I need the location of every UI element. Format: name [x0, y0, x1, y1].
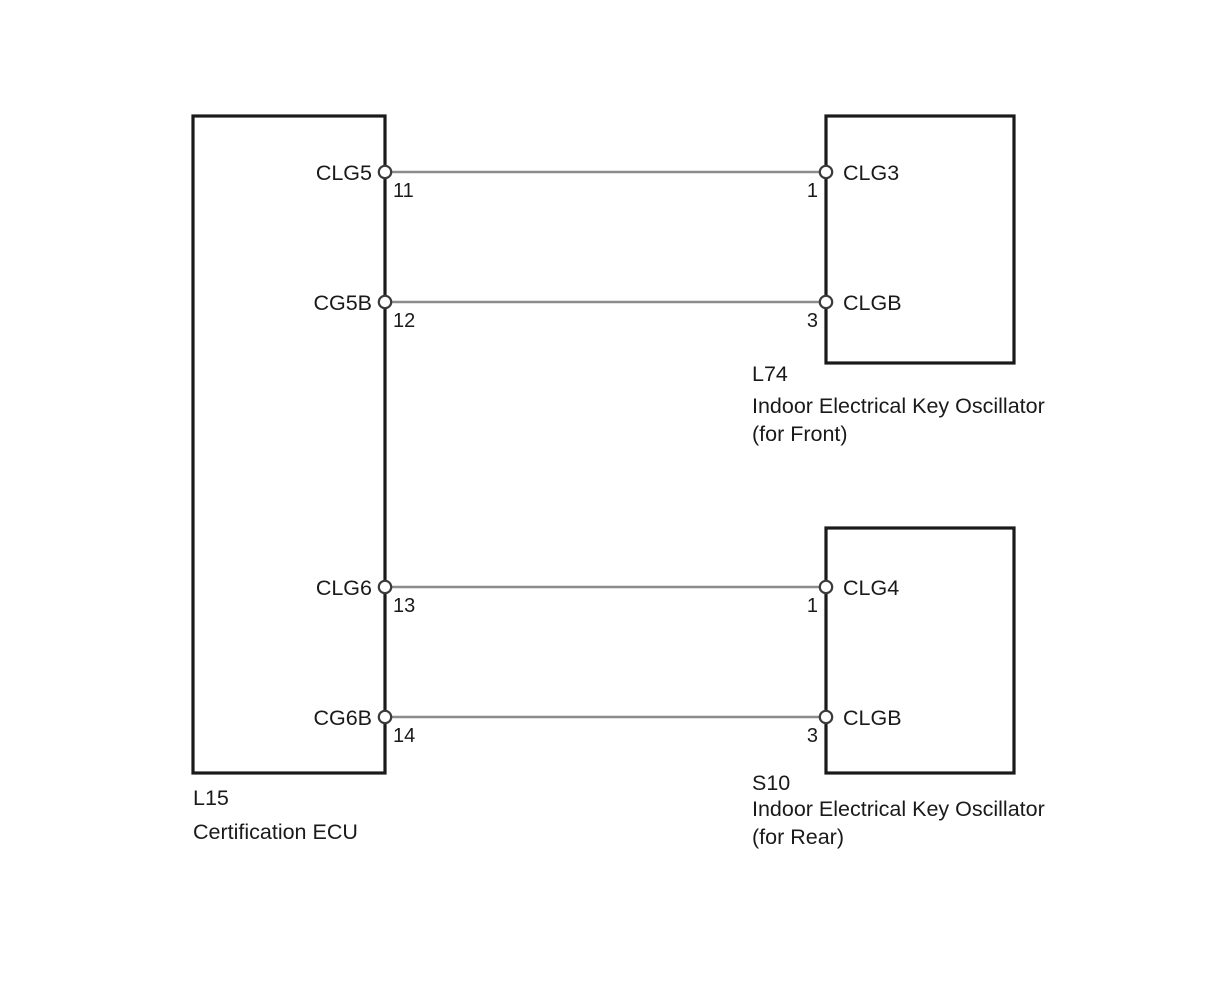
component-name-line2-oscillator-front: (for Front): [752, 422, 848, 446]
pin-number-oscillator-rear-3: 3: [807, 725, 818, 747]
pin-number-ecu-13: 13: [393, 595, 415, 617]
terminal-ecu-pin-13: [377, 579, 393, 595]
terminal-ecu-pin-14: [377, 709, 393, 725]
terminal-oscillator-front-pin-1: [818, 164, 834, 180]
component-name-line2-oscillator-rear: (for Rear): [752, 825, 844, 849]
signal-label-oscillator-rear-clgb: CLGB: [843, 706, 902, 730]
component-name-ecu: Certification ECU: [193, 820, 358, 844]
terminal-oscillator-front-pin-3: [818, 294, 834, 310]
signal-label-ecu-clg6: CLG6: [316, 576, 372, 600]
pin-number-oscillator-front-1: 1: [807, 180, 818, 202]
signal-label-ecu-cg6b: CG6B: [313, 706, 372, 730]
component-name-oscillator-rear: Indoor Electrical Key Oscillator: [752, 797, 1045, 821]
pin-number-oscillator-rear-1: 1: [807, 595, 818, 617]
terminal-oscillator-rear-pin-1: [818, 579, 834, 595]
pin-number-ecu-11: 11: [393, 180, 414, 202]
component-box-oscillator-rear: [824, 526, 1016, 775]
terminal-ecu-pin-12: [377, 294, 393, 310]
terminal-oscillator-rear-pin-3: [818, 709, 834, 725]
terminal-ecu-pin-11: [377, 164, 393, 180]
component-name-oscillator-front: Indoor Electrical Key Oscillator: [752, 394, 1045, 418]
component-box-oscillator-front: [824, 114, 1016, 365]
component-code-ecu: L15: [193, 786, 229, 810]
component-box-ecu: [191, 114, 387, 775]
pin-number-oscillator-front-3: 3: [807, 310, 818, 332]
pin-number-ecu-14: 14: [393, 725, 415, 747]
component-code-oscillator-front: L74: [752, 362, 788, 386]
signal-label-oscillator-rear-clg4: CLG4: [843, 576, 899, 600]
signal-label-ecu-cg5b: CG5B: [313, 291, 372, 315]
signal-label-ecu-clg5: CLG5: [316, 161, 372, 185]
signal-label-oscillator-front-clg3: CLG3: [843, 161, 899, 185]
signal-label-oscillator-front-clgb: CLGB: [843, 291, 902, 315]
pin-number-ecu-12: 12: [393, 310, 415, 332]
component-code-oscillator-rear: S10: [752, 771, 790, 795]
